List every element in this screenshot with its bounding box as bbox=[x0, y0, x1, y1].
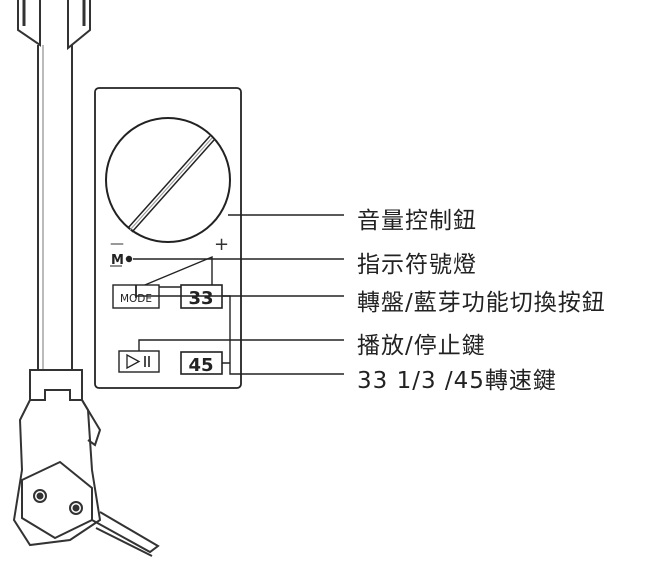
leader-mode-path bbox=[135, 285, 344, 297]
callout-mode-switch: 轉盤/藍芽功能切換按鈕 bbox=[357, 290, 606, 316]
play-pause-button[interactable] bbox=[118, 350, 160, 373]
callout-indicator-light: 指示符號燈 bbox=[357, 252, 477, 278]
speed-33-button[interactable]: 33 bbox=[180, 284, 223, 309]
control-panel: — + M MODE 33 45 bbox=[94, 87, 242, 389]
leader-play bbox=[138, 339, 344, 351]
speed-45-button[interactable]: 45 bbox=[180, 351, 223, 376]
callout-volume-knob: 音量控制鈕 bbox=[357, 208, 477, 234]
speed-45-label: 45 bbox=[188, 355, 213, 376]
callout-play-stop: 播放/停止鍵 bbox=[357, 333, 486, 359]
volume-plus-symbol: + bbox=[214, 234, 229, 255]
speed-33-label: 33 bbox=[188, 288, 213, 309]
tonearm-illustration bbox=[12, 0, 160, 557]
volume-ramp-icon bbox=[139, 255, 213, 288]
volume-knob-icon[interactable] bbox=[105, 117, 231, 243]
callout-speed-keys: 33 1/3 /45轉速鍵 bbox=[357, 368, 557, 394]
leader-speed bbox=[222, 295, 344, 375]
indicator-led-icon bbox=[125, 255, 133, 263]
volume-minus-symbol: — bbox=[110, 236, 124, 252]
panel-outline bbox=[94, 87, 242, 389]
play-pause-icon bbox=[126, 353, 141, 370]
callout-leaders bbox=[133, 214, 344, 375]
indicator-letter: M bbox=[111, 253, 124, 268]
